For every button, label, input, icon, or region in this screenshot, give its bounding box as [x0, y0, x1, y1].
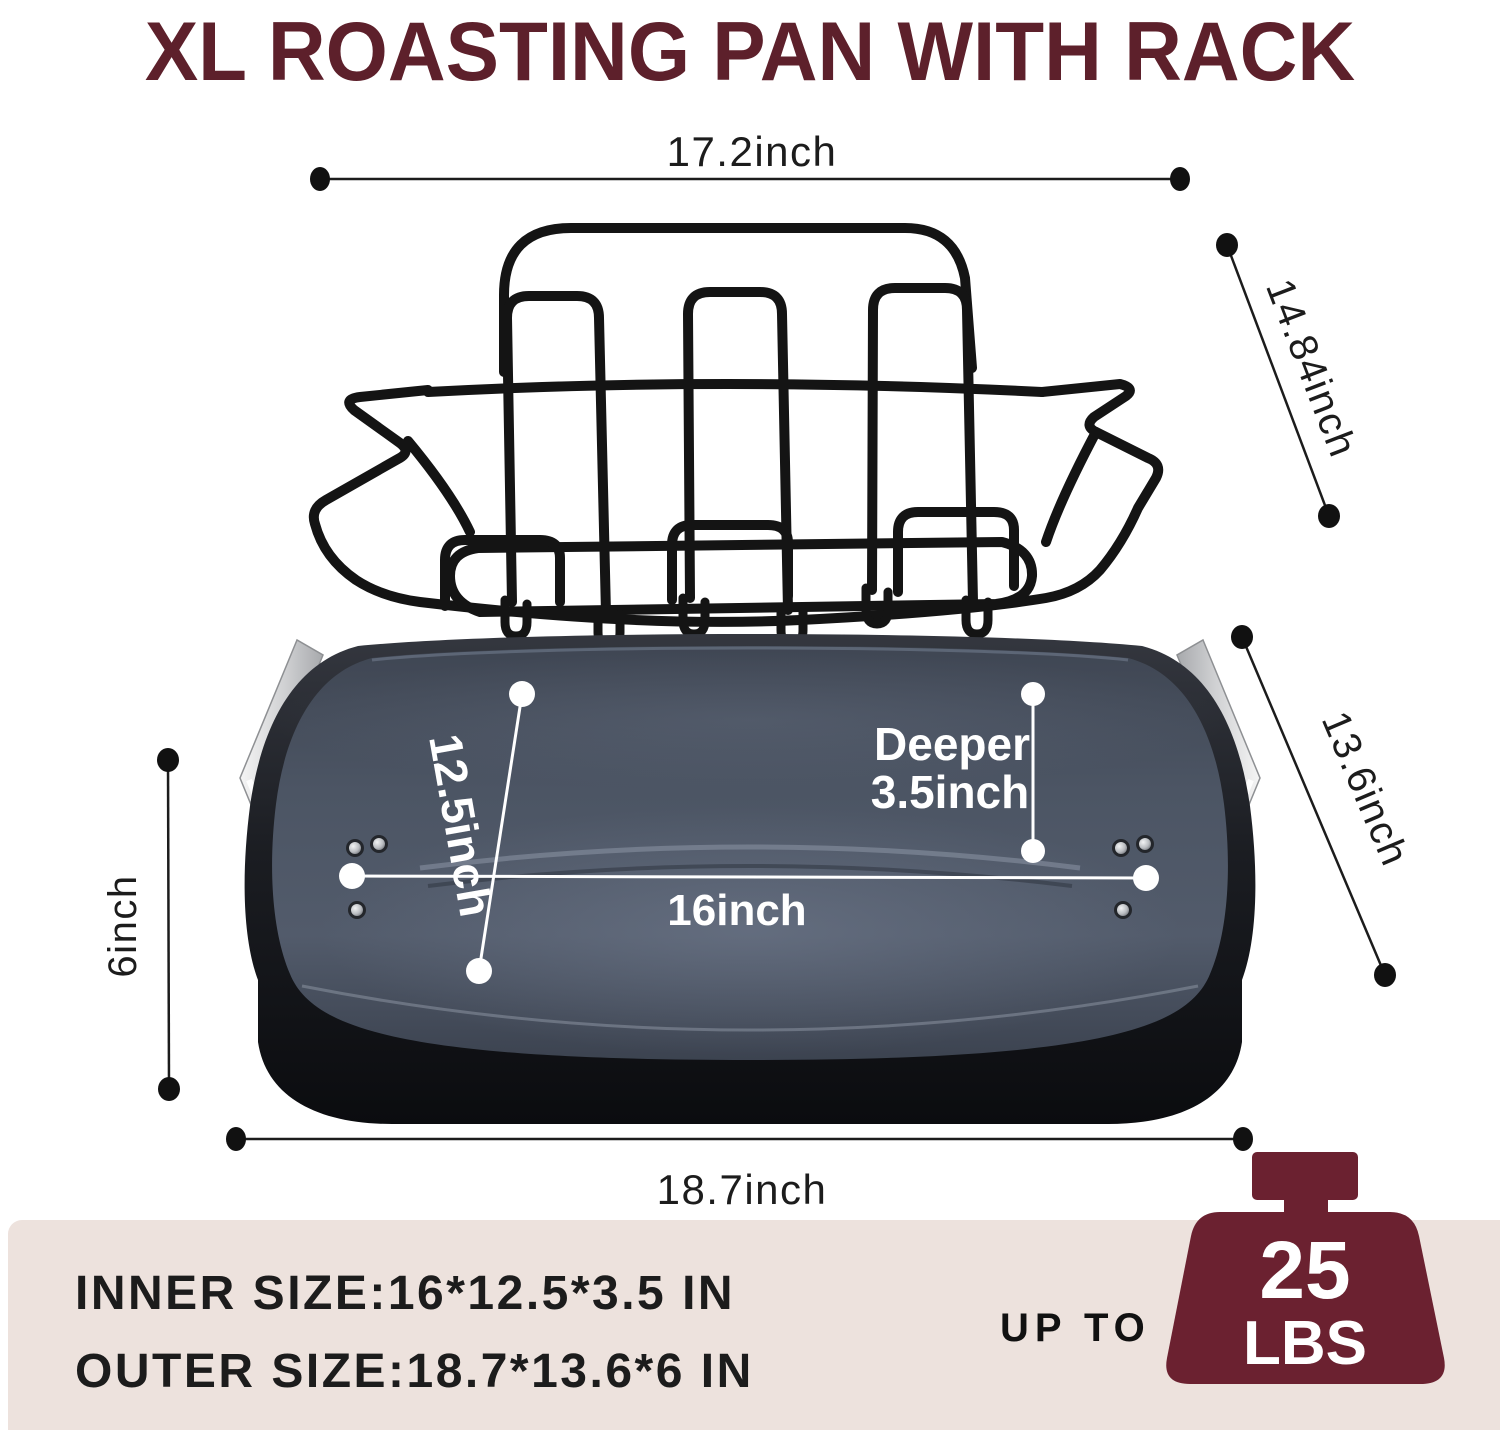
- pan-height-label: 6inch: [101, 874, 145, 977]
- pan-inner-dimensions: [351, 693, 1147, 972]
- up-to-label: UP TO: [1000, 1306, 1151, 1350]
- roasting-rack-illustration: [308, 223, 1164, 651]
- dim-pan-outer-length: 18.7inch: [226, 1127, 1253, 1213]
- rack-width-label: 17.2inch: [667, 128, 838, 175]
- roasting-pan-illustration: 12.5inch 16inch Deeper 3.5inch: [239, 634, 1261, 1124]
- inner-depth-label-line1: Deeper: [874, 718, 1030, 770]
- dim-pan-outer-depth: 13.6inch: [1231, 625, 1417, 987]
- outer-size-text: OUTER SIZE:18.7*13.6*6 IN: [75, 1345, 754, 1398]
- inner-depth-label-line2: 3.5inch: [871, 766, 1030, 818]
- dim-rack-depth: 14.84inch: [1216, 233, 1365, 528]
- dim-pan-height: 6inch: [101, 748, 180, 1101]
- weight-value: 25: [1259, 1225, 1350, 1316]
- weight-icon: 25 LBS: [1166, 1152, 1445, 1384]
- pan-rivets: [346, 835, 1154, 919]
- dim-rack-width: 17.2inch: [310, 128, 1190, 191]
- inner-size-text: INNER SIZE:16*12.5*3.5 IN: [75, 1267, 736, 1320]
- rack-basket: [445, 537, 1037, 617]
- rack-top-handle: [499, 223, 977, 377]
- weight-unit: LBS: [1243, 1309, 1367, 1378]
- rack-back-rail: [423, 379, 1047, 397]
- pan-outer-depth-label: 13.6inch: [1313, 705, 1417, 872]
- inner-length-label: 16inch: [667, 886, 806, 935]
- pan-outer-length-label: 18.7inch: [657, 1166, 828, 1213]
- page-title: XL ROASTING PAN WITH RACK: [144, 5, 1356, 98]
